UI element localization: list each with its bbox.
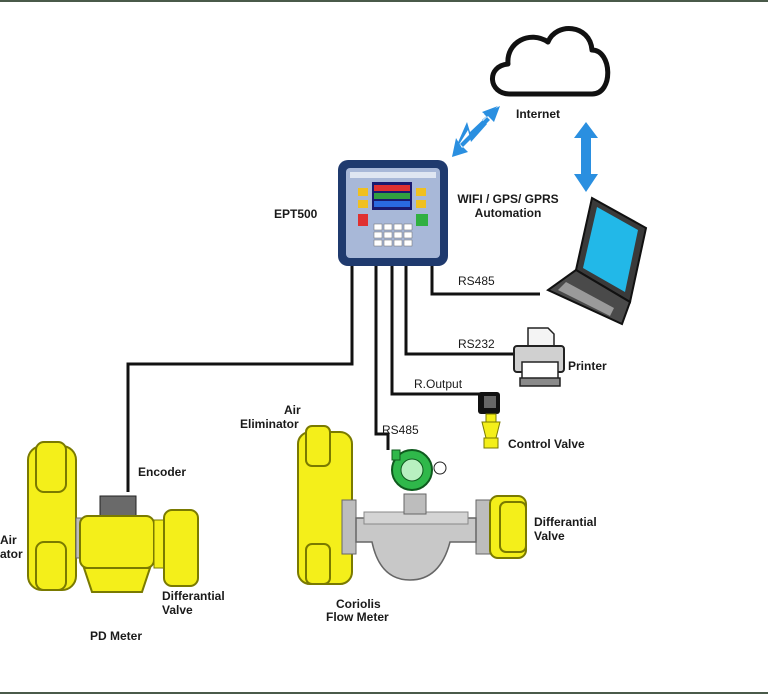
cables [126, 264, 540, 492]
rs232-label: RS232 [458, 337, 495, 351]
air-eliminator-label-2: Eliminator [240, 417, 299, 431]
encoder-label: Encoder [138, 465, 187, 479]
control-valve-label: Control Valve [508, 437, 585, 451]
rs485-meter-label: RS485 [382, 423, 419, 437]
laptop-icon [546, 196, 648, 326]
solenoid-valve-icon [478, 392, 501, 449]
wifi-label: WIFI / GPS/ GPRS [457, 192, 559, 206]
diff-valve-right-label-2: Valve [534, 529, 565, 543]
diff-valve-left-label-1: Differantial [162, 589, 225, 603]
coriolis-assembly [297, 425, 527, 585]
cloud-icon [490, 26, 611, 97]
printer-icon [513, 327, 565, 387]
rs485-top-label: RS485 [458, 274, 495, 288]
air-eliminator-label-1: Air [284, 403, 301, 417]
diff-valve-left-label-2: Valve [162, 603, 193, 617]
printer-label: Printer [568, 359, 607, 373]
pd-meter-label: PD Meter [90, 629, 143, 643]
internet-controller-arrow [452, 106, 500, 157]
coriolis-label-2: Flow Meter [326, 610, 389, 624]
internet-laptop-arrow [574, 122, 598, 192]
internet-label: Internet [516, 107, 561, 121]
controller-device [338, 160, 448, 266]
automation-label: Automation [474, 206, 542, 220]
r-output-label: R.Output [414, 377, 463, 391]
left-air-label: Air [0, 533, 17, 547]
coriolis-label-1: Coriolis [336, 597, 381, 611]
diff-valve-right-label-1: Differantial [534, 515, 597, 529]
pd-meter-assembly [27, 441, 199, 593]
left-eliminator-label: ator [0, 547, 23, 561]
controller-label: EPT500 [274, 207, 318, 221]
